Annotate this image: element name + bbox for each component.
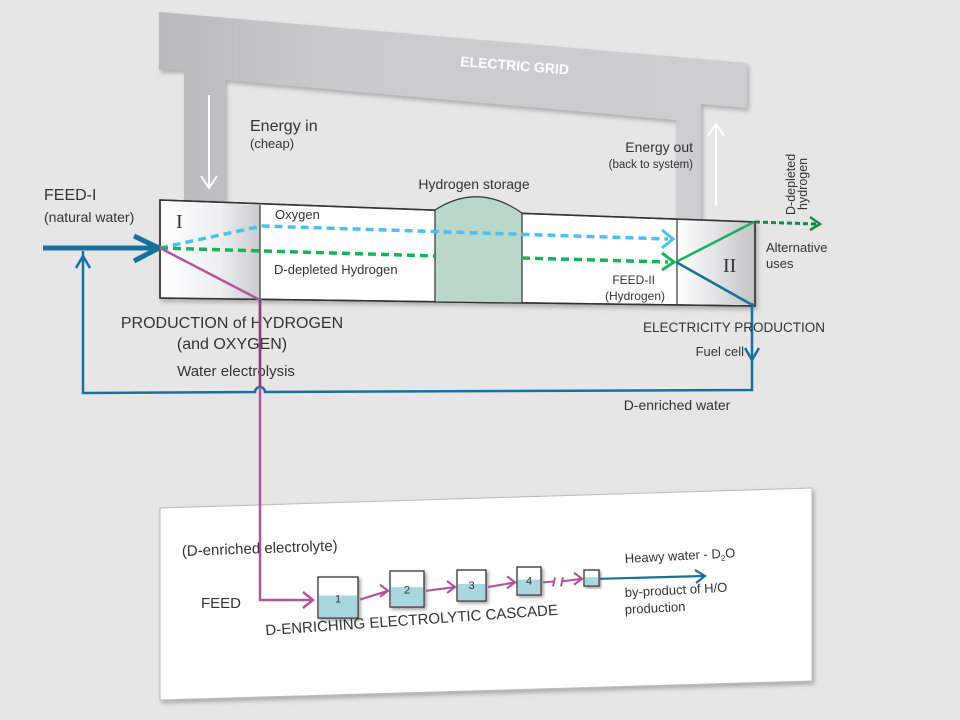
production-title: PRODUCTION of HYDROGEN: [121, 315, 343, 332]
feed-one-note: (natural water): [44, 209, 134, 225]
cascade-connector-arrow: [359, 583, 390, 601]
cascade-feed-label: FEED: [201, 595, 241, 612]
cascade-cell: [317, 576, 359, 619]
oxygen-label: Oxygen: [275, 207, 320, 222]
cascade-electrolyte-label: (D-enriched electrolyte): [182, 538, 338, 560]
electrolyte-flow: [159, 246, 312, 602]
byproduct-label-2: production: [624, 599, 685, 617]
cascade-cells: 1 2 3 4: [317, 566, 707, 619]
feed-two-note: (Hydrogen): [605, 289, 665, 303]
cascade-connector-arrow: [542, 571, 584, 587]
electric-grid: [159, 12, 747, 222]
cascade-cell-label: 1: [335, 593, 341, 605]
alternative-uses-label-1: Alternative: [766, 240, 827, 255]
d-depleted-hydrogen-label-2: hydrogen: [796, 158, 810, 210]
cascade-cell: [583, 569, 600, 587]
stage-one-numeral: I: [176, 211, 183, 233]
feed-one-arrow: [43, 233, 165, 264]
cascade-cell: [456, 569, 487, 602]
hydrogen-storage-label: Hydrogen storage: [418, 176, 530, 192]
energy-out-note: (back to system): [609, 159, 694, 171]
d-enriched-water-label: D-enriched water: [624, 397, 731, 413]
hydrogen-storage-tank: [434, 196, 523, 304]
feed-two-label: FEED-II: [612, 273, 655, 287]
energy-in-note: (cheap): [250, 136, 294, 151]
energy-out-label: Energy out: [625, 139, 693, 155]
d-depleted-hydrogen-label-1: D-depleted: [784, 154, 798, 215]
energy-in-arrow: [200, 95, 218, 190]
fuel-cell-stage: [677, 219, 754, 305]
cascade-cell-label: 2: [404, 584, 410, 596]
cascade-cell: [389, 570, 425, 608]
feed-one-label: FEED-I: [44, 187, 96, 204]
cascade-cell-label: 4: [526, 575, 532, 587]
stage-two-numeral: II: [723, 255, 736, 277]
heavy-water-output-arrow: [599, 569, 707, 584]
alternative-uses-label-2: uses: [766, 256, 794, 271]
electricity-title: ELECTRICITY PRODUCTION: [643, 320, 825, 335]
energy-out-arrow: [707, 122, 725, 206]
production-subtitle: (and OXYGEN): [177, 336, 287, 353]
oxygen-flow: [159, 224, 669, 250]
production-method: Water electrolysis: [177, 363, 295, 380]
d-depleted-hydrogen-out-arrow: [754, 215, 823, 232]
cascade-connector-arrow: [425, 580, 457, 594]
energy-in-label: Energy in: [250, 118, 318, 135]
heavy-water-label: Heawy water - D2O: [624, 545, 735, 568]
cascade-cell: [516, 566, 542, 596]
cascade-cell-label: 3: [468, 580, 474, 592]
hydrogen-label: D-depleted Hydrogen: [274, 262, 398, 277]
hydrogen-flow: [159, 246, 669, 264]
cascade-connector-arrow: [487, 575, 517, 590]
byproduct-label-1: by-product of H/O: [624, 580, 727, 600]
electricity-method: Fuel cell: [696, 344, 745, 359]
electrolysis-stage: [161, 201, 260, 300]
